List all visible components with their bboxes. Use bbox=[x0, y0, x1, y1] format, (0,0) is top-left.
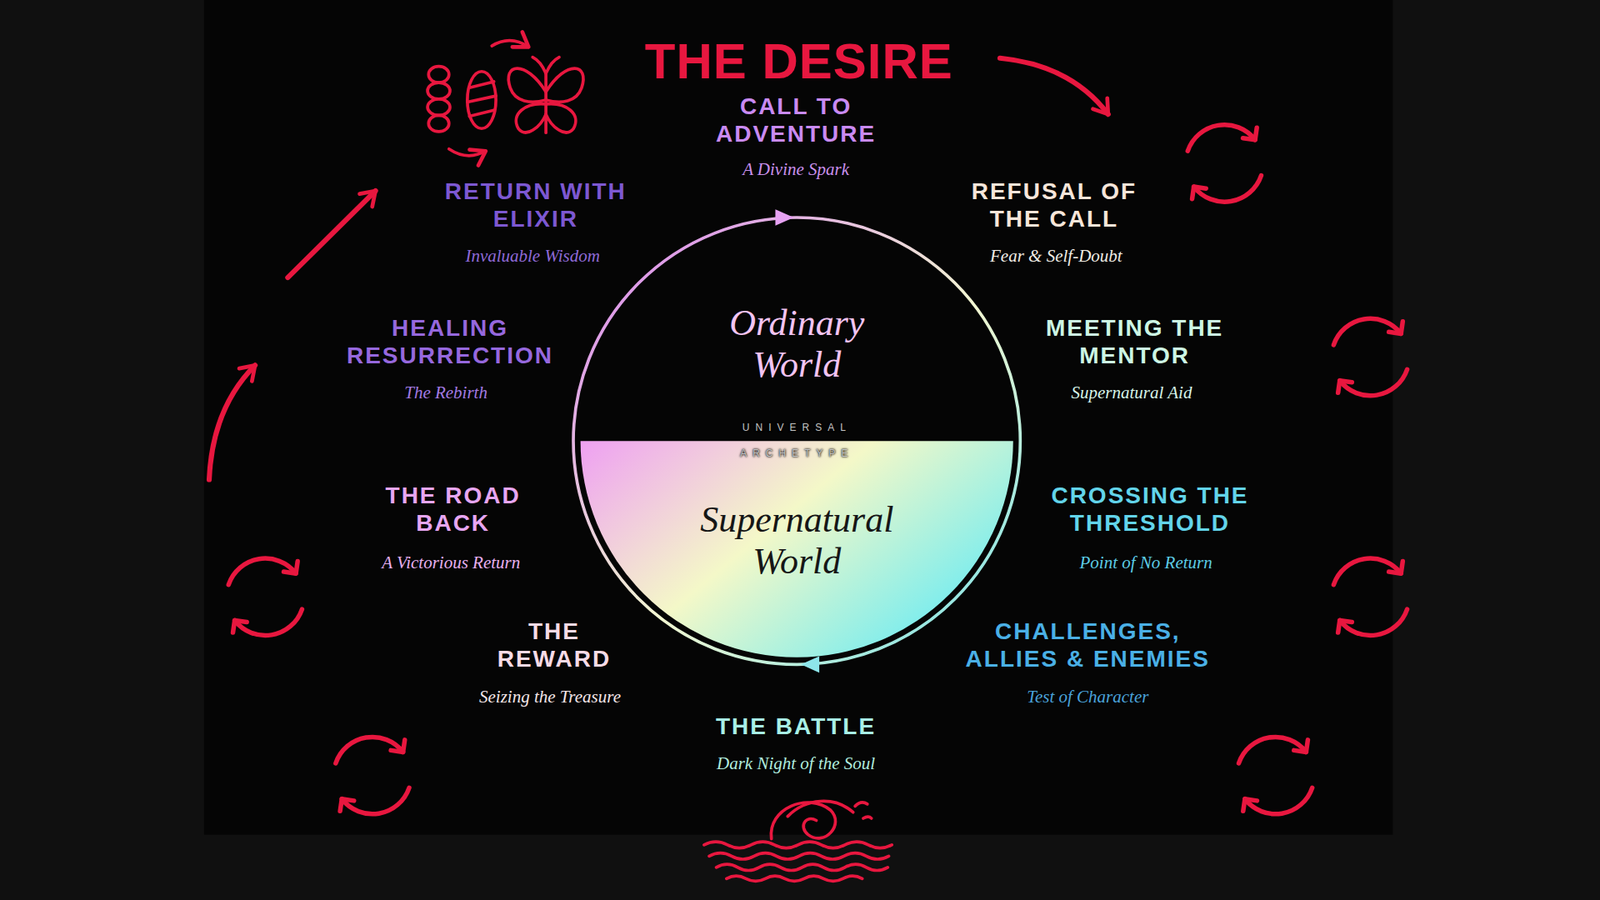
red-arrows bbox=[209, 58, 1109, 480]
circle-shape bbox=[564, 208, 1030, 674]
stage-heading: CALL TO ADVENTURE bbox=[699, 92, 894, 148]
stage-subtitle: A Divine Spark bbox=[742, 159, 850, 180]
stage-subtitle: Invaluable Wisdom bbox=[465, 245, 600, 266]
stage-heading: MEETING THE MENTOR bbox=[1032, 314, 1237, 370]
stage-heading: THE ROAD BACK bbox=[369, 481, 538, 537]
stage-subtitle: The Rebirth bbox=[404, 382, 488, 403]
panel bbox=[204, 0, 1394, 835]
ring-arrowhead bbox=[775, 209, 795, 226]
cycle-icons bbox=[228, 125, 1407, 815]
stage-heading: THE BATTLE bbox=[642, 712, 949, 740]
stage-subtitle: Dark Night of the Soul bbox=[716, 753, 875, 774]
center-caption: UNIVERSAL ARCHETYPE bbox=[720, 415, 874, 467]
stage-subtitle: Seizing the Treasure bbox=[479, 686, 621, 707]
ring-arrowhead bbox=[800, 655, 820, 673]
stage-heading: REFUSAL OF THE CALL bbox=[957, 177, 1152, 233]
world-label: Supernatural World bbox=[671, 499, 922, 583]
stage-heading: HEALING RESURRECTION bbox=[337, 314, 562, 370]
cycle-ring bbox=[573, 217, 1020, 665]
diagram-title: THE DESIRE bbox=[645, 32, 954, 90]
supernatural-half bbox=[580, 440, 1014, 658]
stage-subtitle: A Victorious Return bbox=[381, 552, 520, 573]
world-label: Ordinary World bbox=[700, 302, 895, 386]
stage-subtitle: Supernatural Aid bbox=[1071, 382, 1193, 403]
stage-heading: CROSSING THE THRESHOLD bbox=[1040, 481, 1260, 537]
wave-icon bbox=[704, 800, 892, 881]
stage-heading: RETURN WITH ELIXIR bbox=[435, 177, 635, 233]
stage-heading: THE REWARD bbox=[487, 617, 620, 673]
archetype-circle: Ordinary WorldUNIVERSAL ARCHETYPE Superna… bbox=[564, 208, 1030, 674]
stage-subtitle: Fear & Self-Doubt bbox=[990, 245, 1123, 266]
stage-subtitle: Test of Character bbox=[1026, 686, 1149, 707]
metamorphosis-icon bbox=[427, 40, 584, 156]
stage-heading: CHALLENGES, ALLIES & ENEMIES bbox=[950, 617, 1226, 673]
stage-subtitle: Point of No Return bbox=[1079, 552, 1212, 573]
